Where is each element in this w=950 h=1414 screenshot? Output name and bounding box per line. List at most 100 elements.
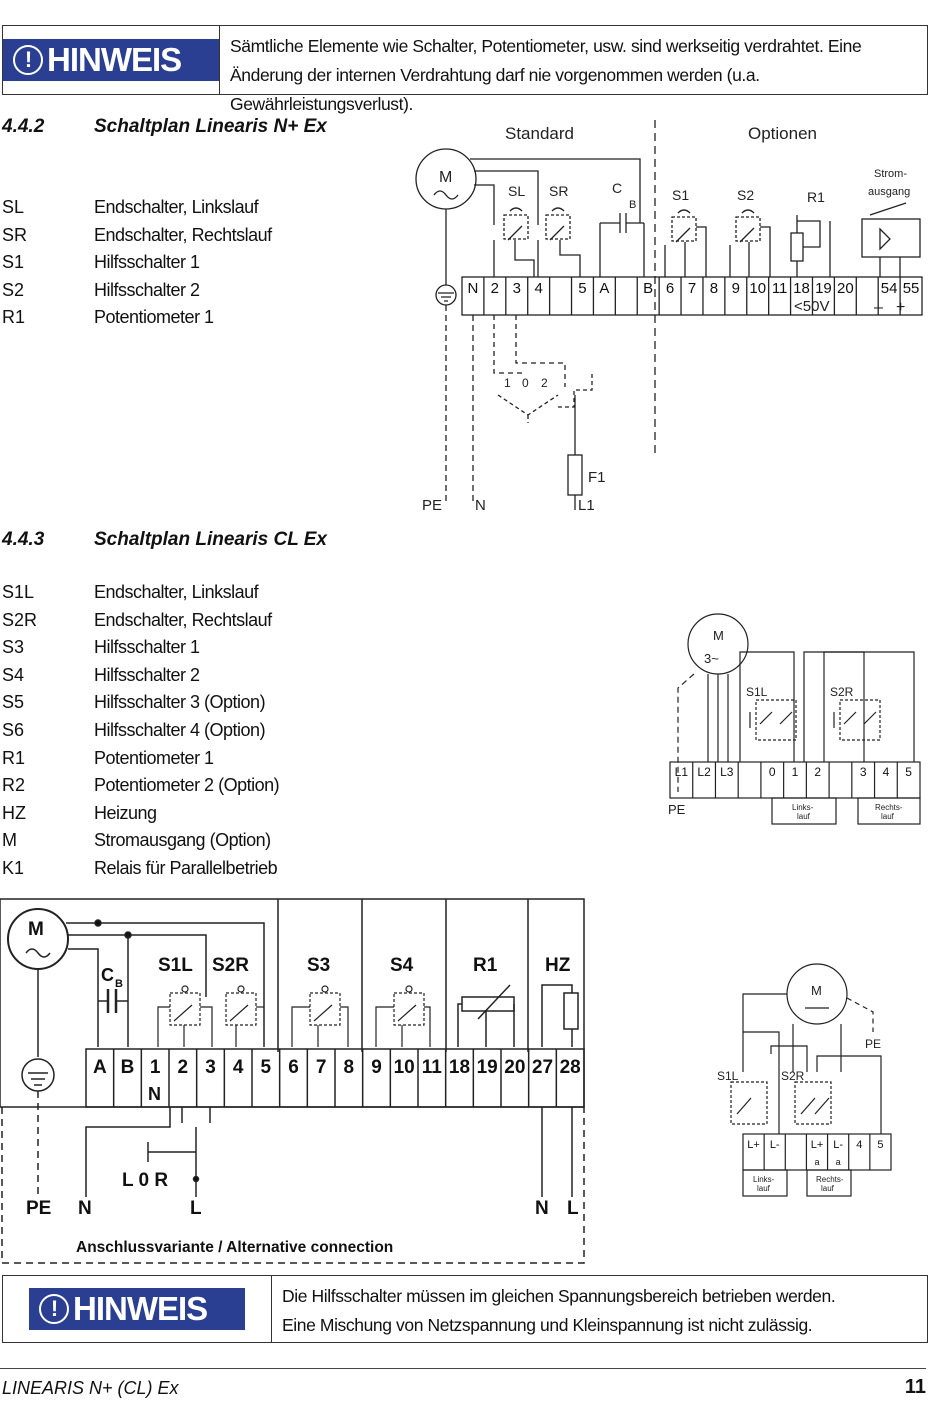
- ground-icon: [435, 284, 457, 306]
- s2-label: S2: [737, 187, 754, 203]
- notice-bottom: !HINWEIS Die Hilfsschalter müssen im gle…: [2, 1275, 928, 1343]
- terminal-label: 4: [534, 280, 542, 297]
- terminal-label: 11: [772, 280, 788, 297]
- links-label: Links-: [792, 803, 814, 812]
- motor-label: M: [713, 628, 724, 643]
- terminal-label: 2: [178, 1057, 189, 1078]
- terminal-label: L1: [675, 765, 689, 779]
- notice-text: Sämtliche Elemente wie Schalter, Potenti…: [230, 36, 862, 114]
- section-title: Schaltplan Linearis N+ Ex: [94, 116, 327, 137]
- group-label-s3: S3: [307, 955, 330, 976]
- footer-divider: [0, 1368, 926, 1369]
- terminal-label: 55: [903, 280, 920, 297]
- wire: [760, 226, 771, 277]
- terminal-label: 5: [578, 280, 586, 297]
- ground-icon: [21, 1058, 55, 1092]
- arrow-icon: [477, 984, 511, 1020]
- wire: [457, 1003, 462, 1047]
- sl-label: SL: [508, 183, 525, 199]
- motor-label: M: [811, 983, 822, 998]
- wire: [823, 651, 915, 762]
- terminal-label: 1: [792, 765, 799, 779]
- wire: [770, 1045, 808, 1072]
- sr-label: SR: [549, 183, 568, 199]
- lauf-label: lauf: [797, 812, 811, 821]
- terminal-label: 1: [150, 1057, 161, 1078]
- notice-text: Die Hilfsschalter müssen im gleichen Spa…: [272, 1276, 845, 1342]
- wire: [541, 984, 573, 1047]
- terminal-label: L2: [697, 765, 711, 779]
- terminal-label: 20: [504, 1057, 525, 1078]
- rechts-label: Rechts-: [816, 1175, 844, 1184]
- cb-sub-label: B: [115, 978, 123, 990]
- c-label: C: [612, 180, 622, 196]
- wire: [515, 315, 566, 387]
- terminal-label: 9: [371, 1057, 382, 1078]
- terminal-label: 2: [814, 765, 821, 779]
- s2r-switch: [794, 1081, 832, 1125]
- terminal-label: 28: [560, 1057, 581, 1078]
- switch-pos: 0: [522, 376, 529, 390]
- rechts-lauf-box: [806, 1169, 852, 1197]
- wire: [493, 315, 525, 374]
- s2r-label: S2R: [830, 685, 854, 699]
- notice-badge: !HINWEIS: [3, 26, 220, 94]
- switch-contact: [759, 711, 877, 725]
- s1l-label: S1L: [717, 1069, 739, 1083]
- terminal-label: B: [121, 1057, 135, 1078]
- terminal-strip: [461, 276, 923, 316]
- s1-switch: [671, 216, 697, 242]
- cb-label: C: [101, 965, 114, 985]
- lauf-label: lauf: [881, 812, 895, 821]
- terminal-label: 5: [905, 765, 912, 779]
- terminal-label: 18: [793, 280, 810, 297]
- terminal-label: 8: [344, 1057, 355, 1078]
- wire: [514, 240, 535, 277]
- ausgang-label: ausgang: [868, 186, 910, 198]
- links-label: Links-: [753, 1175, 775, 1184]
- motor-sub-label: 3~: [704, 651, 719, 666]
- wire: [474, 184, 495, 225]
- terminal-label: 11: [422, 1057, 443, 1078]
- terminal-sub-label: a: [836, 1157, 841, 1167]
- switch-blocks: [157, 985, 431, 1047]
- r1-label: R1: [807, 189, 825, 205]
- group-label-hz: HZ: [545, 955, 571, 976]
- lauf-label: lauf: [821, 1184, 835, 1193]
- arrow-icon: [749, 712, 835, 728]
- terminal-label: 7: [316, 1057, 327, 1078]
- sl-switch: [503, 214, 529, 240]
- label-optionen: Optionen: [748, 124, 817, 143]
- rechts-lauf-box: [857, 797, 921, 825]
- wire: [803, 651, 865, 762]
- wire: [474, 170, 539, 225]
- notice-badge-label: HINWEIS: [73, 1290, 208, 1327]
- wire: [743, 1031, 780, 1134]
- switch-pos: 1: [504, 376, 511, 390]
- cam-icon: [677, 209, 755, 214]
- n-label: N: [475, 497, 486, 514]
- wire: [696, 226, 707, 277]
- s1-label: S1: [672, 187, 689, 203]
- terminal-label: 4: [233, 1057, 244, 1078]
- switch-contact: [507, 225, 565, 241]
- current-output-icon: [861, 218, 921, 258]
- terminal-label: 3: [513, 280, 521, 297]
- fuse-icon: [567, 454, 583, 496]
- wire: [85, 1107, 171, 1197]
- exclamation-icon: !: [13, 45, 43, 75]
- group-label-s1l: S1L: [158, 955, 193, 976]
- heater-icon: [563, 992, 579, 1030]
- s2r-switch: [839, 699, 881, 741]
- wire: [742, 993, 787, 1072]
- group-label-r1: R1: [473, 955, 498, 976]
- group-label-s4: S4: [390, 955, 414, 976]
- motor-label: M: [439, 169, 452, 186]
- notice-line: Die Hilfsschalter müssen im gleichen Spa…: [282, 1286, 836, 1306]
- voltage-label: <50V: [794, 298, 829, 315]
- n-label: N: [78, 1198, 92, 1219]
- lor-label: L 0 R: [122, 1170, 168, 1191]
